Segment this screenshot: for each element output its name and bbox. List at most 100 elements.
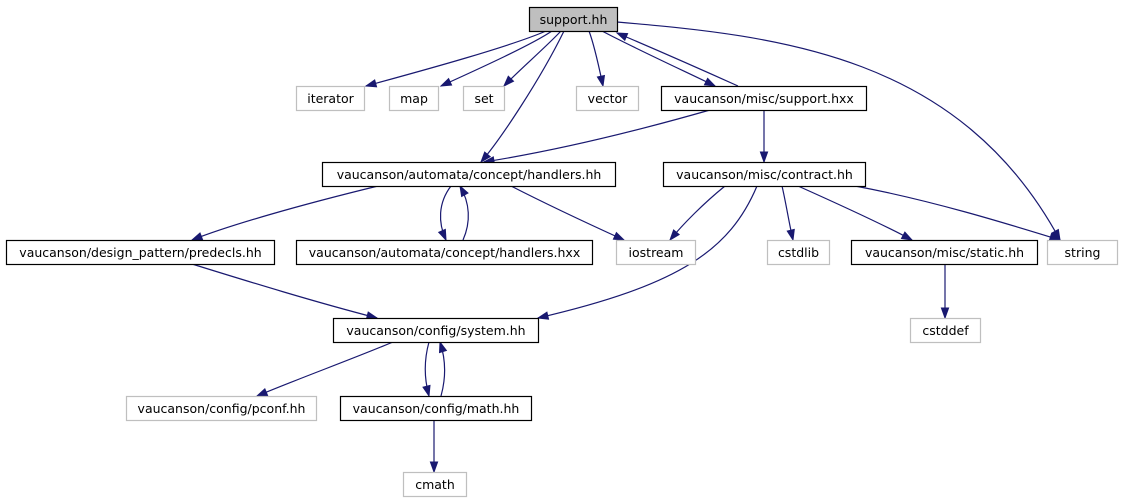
edge-math_hh-to-cmath	[429, 420, 439, 474]
node-box	[528, 6, 619, 33]
arrowhead	[596, 74, 606, 88]
edge-line	[797, 185, 913, 241]
arrowhead	[437, 228, 447, 242]
edge-handlers_hh-to-iostream	[510, 185, 626, 241]
node-predecls-hh[interactable]: vaucanson/design_pattern/predecls.hh	[5, 239, 276, 266]
node-label: map	[400, 91, 428, 106]
node-box	[295, 85, 366, 112]
edge-line	[256, 341, 394, 397]
node-contract-hh[interactable]: vaucanson/misc/contract.hh	[662, 161, 867, 188]
edge-support_hh-to-iterator	[364, 30, 547, 88]
node-set: set	[462, 85, 506, 112]
node-label: vaucanson/config/system.hh	[346, 323, 525, 338]
edge-line	[669, 185, 726, 241]
node-system-hh[interactable]: vaucanson/config/system.hh	[332, 317, 540, 344]
edge-system_hh-to-pconf_hh	[255, 341, 394, 397]
node-cstdlib: cstdlib	[766, 239, 831, 266]
node-label: cstdlib	[778, 245, 819, 260]
arrowhead	[612, 231, 626, 241]
node-support-hxx[interactable]: vaucanson/misc/support.hxx	[660, 85, 868, 112]
edge-contract_hh-to-iostream	[669, 185, 726, 242]
node-cmath: cmath	[402, 471, 468, 498]
edge-contract_hh-to-string	[854, 185, 1062, 242]
node-support-hh[interactable]: support.hh	[528, 6, 619, 33]
node-box	[125, 395, 318, 422]
edge-support_hxx-to-handlers_hh	[482, 109, 711, 165]
edge-support_hxx-to-contract_hh	[759, 110, 769, 164]
edge-line	[510, 185, 625, 241]
node-box	[850, 239, 1039, 266]
node-label: vaucanson/misc/contract.hh	[676, 167, 853, 182]
node-iterator: iterator	[295, 85, 366, 112]
node-handlers-hxx[interactable]: vaucanson/automata/concept/handlers.hxx	[295, 239, 594, 266]
edge-handlers_hxx-to-handlers_hh	[459, 184, 469, 241]
edge-predecls_hh-to-system_hh	[191, 263, 379, 320]
node-label: support.hh	[540, 12, 608, 27]
arrowhead	[502, 75, 515, 88]
arrowhead	[786, 228, 795, 242]
arrowhead	[364, 79, 378, 88]
arrowhead	[615, 32, 629, 42]
node-label: cstddef	[922, 323, 969, 338]
node-handlers-hh[interactable]: vaucanson/automata/concept/handlers.hh	[321, 161, 617, 188]
node-box	[909, 317, 982, 344]
arrowhead	[459, 184, 469, 198]
arrowhead	[703, 77, 717, 87]
edge-support_hxx-to-support_hh	[615, 32, 739, 87]
arrowhead	[429, 461, 439, 474]
edge-line	[483, 109, 711, 163]
edge-handlers_hh-to-predecls_hh	[190, 185, 379, 241]
arrowhead	[940, 307, 950, 320]
edge-line	[191, 263, 378, 319]
edge-line	[365, 30, 547, 87]
edge-support_hh-to-handlers_hh	[480, 30, 565, 164]
node-box	[575, 85, 640, 112]
node-box	[5, 239, 276, 266]
node-static-hh[interactable]: vaucanson/misc/static.hh	[850, 239, 1039, 266]
node-map: map	[388, 85, 440, 112]
edge-contract_hh-to-static_hh	[797, 185, 914, 241]
node-label: vaucanson/config/pconf.hh	[138, 401, 306, 416]
node-math-hh[interactable]: vaucanson/config/math.hh	[339, 395, 533, 422]
node-label: vaucanson/automata/concept/handlers.hxx	[309, 245, 580, 260]
node-vector: vector	[575, 85, 640, 112]
edge-handlers_hh-to-handlers_hxx	[437, 185, 452, 242]
node-iostream: iostream	[615, 239, 697, 266]
arrowhead	[536, 311, 550, 320]
node-box	[462, 85, 506, 112]
node-label: vaucanson/misc/support.hxx	[674, 91, 854, 106]
node-box	[402, 471, 468, 498]
node-box	[662, 161, 867, 188]
edge-support_hh-to-string	[616, 21, 1061, 242]
edge-line	[480, 30, 565, 163]
edge-line	[503, 30, 562, 87]
arrowhead	[255, 387, 269, 397]
edge-line	[440, 30, 553, 87]
node-label: vaucanson/design_pattern/predecls.hh	[19, 245, 261, 260]
arrowhead	[480, 151, 492, 164]
node-label: string	[1065, 245, 1101, 260]
edge-support_hh-to-support_hxx	[601, 30, 717, 87]
arrowhead	[439, 77, 453, 87]
edge-support_hh-to-set	[502, 30, 562, 88]
node-cstddef: cstddef	[909, 317, 982, 344]
edge-support_hh-to-map	[439, 30, 553, 87]
edge-line	[616, 32, 739, 87]
node-label: vector	[588, 91, 629, 106]
edge-support_hh-to-vector	[588, 30, 606, 88]
node-label: vaucanson/config/math.hh	[353, 401, 520, 416]
node-box	[1046, 239, 1119, 266]
arrowhead	[759, 151, 769, 164]
node-box	[660, 85, 868, 112]
edge-system_hh-to-math_hh	[422, 341, 431, 398]
arrowhead	[422, 384, 431, 398]
node-pconf-hh: vaucanson/config/pconf.hh	[125, 395, 318, 422]
edges-layer	[190, 21, 1062, 474]
node-label: iostream	[629, 245, 684, 260]
node-label: set	[474, 91, 493, 106]
edge-math_hh-to-system_hh	[438, 340, 448, 397]
arrowhead	[669, 229, 681, 242]
node-label: vaucanson/misc/static.hh	[865, 245, 1024, 260]
node-label: iterator	[307, 91, 354, 106]
